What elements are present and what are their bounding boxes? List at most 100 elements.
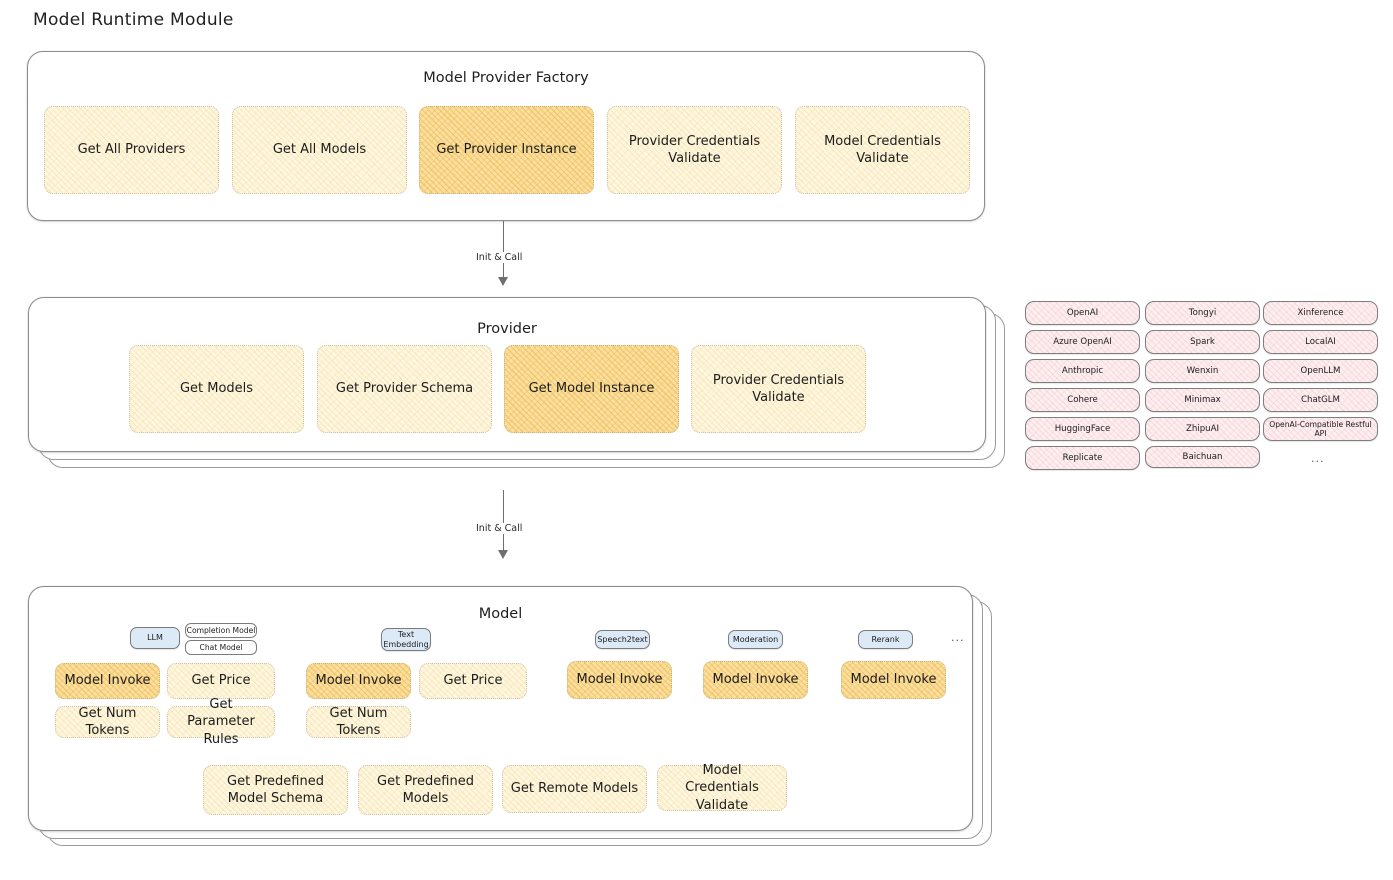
factory-method-label: Model Credentials Validate — [824, 133, 941, 166]
model-type-label: Moderation — [732, 634, 779, 644]
text-embedding-method-label: Model Invoke — [315, 673, 402, 689]
model-subtype-pill-chat-model[interactable]: Chat Model — [185, 640, 257, 655]
provider-list-item-label: Wenxin — [1186, 366, 1219, 376]
text-embedding-method-label: Get Price — [443, 673, 503, 689]
factory-method-get-all-models[interactable]: Get All Models — [232, 106, 407, 194]
model-common-method-label: Get Predefined Models — [377, 773, 474, 806]
arrow-provider-to-model-head — [498, 550, 508, 559]
factory-method-model-credentials-validate[interactable]: Model Credentials Validate — [795, 106, 970, 194]
provider-method-provider-credentials-validate[interactable]: Provider Credentials Validate — [691, 345, 866, 433]
provider-list-item-baichuan[interactable]: Baichuan — [1145, 446, 1260, 468]
provider-method-get-models[interactable]: Get Models — [129, 345, 304, 433]
arrow-factory-to-provider-label: Init & Call — [472, 252, 527, 263]
model-subtype-pill-completion-model[interactable]: Completion Model — [185, 623, 257, 638]
model-type-label: Speech2text — [597, 634, 648, 644]
factory-method-label: Get Provider Instance — [436, 142, 577, 158]
provider-list-item-label: Cohere — [1067, 395, 1098, 405]
provider-list-item-openai[interactable]: OpenAI — [1025, 301, 1140, 325]
provider-list-item-label: Baichuan — [1182, 452, 1223, 462]
moderation-method-label: Model Invoke — [712, 672, 799, 688]
arrow-factory-to-provider-head — [498, 277, 508, 286]
llm-method-get-price[interactable]: Get Price — [167, 663, 275, 699]
model-common-method-get-predefined-model-schema[interactable]: Get Predefined Model Schema — [203, 765, 348, 815]
llm-method-label: Get Parameter Rules — [187, 697, 255, 747]
llm-method-model-invoke[interactable]: Model Invoke — [55, 663, 160, 699]
arrow-provider-to-model-line — [503, 490, 504, 552]
model-common-method-get-remote-models[interactable]: Get Remote Models — [502, 765, 647, 813]
provider-list-item-xinference[interactable]: Xinference — [1263, 301, 1378, 325]
factory-method-provider-credentials-validate[interactable]: Provider Credentials Validate — [607, 106, 782, 194]
factory-method-label: Get All Models — [272, 142, 367, 158]
provider-list-item-label: Anthropic — [1061, 366, 1104, 376]
speech2text-method-label: Model Invoke — [576, 672, 663, 688]
model-type-pill-speech2text[interactable]: Speech2text — [595, 630, 650, 649]
provider-list-item-localai[interactable]: LocalAI — [1263, 330, 1378, 354]
provider-list-item-replicate[interactable]: Replicate — [1025, 446, 1140, 470]
llm-method-get-num-tokens[interactable]: Get Num Tokens — [55, 706, 160, 738]
model-common-method-label: Model Credentials Validate — [685, 763, 759, 813]
provider-list-item-anthropic[interactable]: Anthropic — [1025, 359, 1140, 383]
provider-method-get-provider-schema[interactable]: Get Provider Schema — [317, 345, 492, 433]
model-type-pill-text-embedding[interactable]: Text Embedding — [381, 628, 431, 651]
provider-list-item-label: Azure OpenAI — [1053, 337, 1112, 347]
provider-list-item-cohere[interactable]: Cohere — [1025, 388, 1140, 412]
model-common-method-get-predefined-models[interactable]: Get Predefined Models — [358, 765, 493, 815]
model-types-more-ellipsis: ... — [951, 631, 965, 644]
provider-list-item-label: ZhipuAI — [1185, 424, 1220, 434]
provider-list-item-minimax[interactable]: Minimax — [1145, 388, 1260, 412]
provider-list-item-label: ChatGLM — [1301, 395, 1340, 405]
provider-list-item-azure-openai[interactable]: Azure OpenAI — [1025, 330, 1140, 354]
provider-method-get-model-instance[interactable]: Get Model Instance — [504, 345, 679, 433]
provider-list-item-zhipuai[interactable]: ZhipuAI — [1145, 417, 1260, 441]
factory-method-label: Get All Providers — [77, 142, 186, 158]
provider-list-item-openllm[interactable]: OpenLLM — [1263, 359, 1378, 383]
provider-list-item-label: Spark — [1190, 337, 1215, 347]
factory-method-get-provider-instance[interactable]: Get Provider Instance — [419, 106, 594, 194]
provider-method-label: Get Provider Schema — [335, 381, 474, 397]
llm-method-get-parameter-rules[interactable]: Get Parameter Rules — [167, 697, 275, 747]
provider-list-item-label: OpenAI-Compatible Restful API — [1269, 420, 1372, 438]
provider-list-item-spark[interactable]: Spark — [1145, 330, 1260, 354]
text-embedding-method-label: Get Num Tokens — [329, 705, 388, 738]
provider-list-item-label: OpenAI — [1066, 308, 1099, 318]
arrow-provider-to-model-label: Init & Call — [472, 523, 527, 534]
rerank-method-model-invoke[interactable]: Model Invoke — [841, 661, 946, 699]
model-type-label: LLM — [147, 633, 163, 643]
arrow-factory-to-provider-line — [503, 221, 504, 279]
model-common-method-label: Get Remote Models — [510, 781, 639, 797]
provider-method-label: Get Model Instance — [528, 381, 655, 397]
model-type-pill-rerank[interactable]: Rerank — [858, 630, 913, 649]
model-type-label: Rerank — [871, 634, 900, 644]
llm-method-label: Get Price — [191, 673, 251, 689]
provider-method-label: Get Models — [179, 381, 254, 397]
moderation-method-model-invoke[interactable]: Model Invoke — [703, 661, 808, 699]
rerank-method-label: Model Invoke — [850, 672, 937, 688]
speech2text-method-model-invoke[interactable]: Model Invoke — [567, 661, 672, 699]
provider-list-item-chatglm[interactable]: ChatGLM — [1263, 388, 1378, 412]
model-common-method-model-credentials-validate[interactable]: Model Credentials Validate — [657, 763, 787, 813]
factory-method-get-all-providers[interactable]: Get All Providers — [44, 106, 219, 194]
model-subtype-label: Chat Model — [199, 643, 243, 652]
provider-list-item-label: Minimax — [1184, 395, 1221, 405]
model-type-pill-llm[interactable]: LLM — [130, 627, 180, 649]
text-embedding-method-get-num-tokens[interactable]: Get Num Tokens — [306, 706, 411, 738]
model-type-pill-moderation[interactable]: Moderation — [728, 630, 783, 649]
model-provider-factory-title: Model Provider Factory — [423, 70, 589, 86]
provider-list-item-label: Xinference — [1297, 308, 1344, 318]
provider-list-item-label: Replicate — [1062, 453, 1103, 463]
provider-list-item-tongyi[interactable]: Tongyi — [1145, 301, 1260, 325]
text-embedding-method-get-price[interactable]: Get Price — [419, 663, 527, 699]
model-subtype-label: Completion Model — [186, 626, 256, 635]
text-embedding-method-model-invoke[interactable]: Model Invoke — [306, 663, 411, 699]
provider-list-item-label: HuggingFace — [1054, 424, 1111, 434]
llm-method-label: Model Invoke — [64, 673, 151, 689]
model-panel-title: Model — [478, 606, 523, 622]
llm-method-label: Get Num Tokens — [78, 705, 137, 738]
provider-list-item-huggingface[interactable]: HuggingFace — [1025, 417, 1140, 441]
provider-panel-title: Provider — [477, 321, 537, 337]
provider-list-item-label: OpenLLM — [1300, 366, 1341, 376]
provider-list-item-wenxin[interactable]: Wenxin — [1145, 359, 1260, 383]
provider-list-item-label: LocalAI — [1305, 337, 1336, 347]
provider-list-item-openai-compatible-restful-api[interactable]: OpenAI-Compatible Restful API — [1263, 417, 1378, 441]
